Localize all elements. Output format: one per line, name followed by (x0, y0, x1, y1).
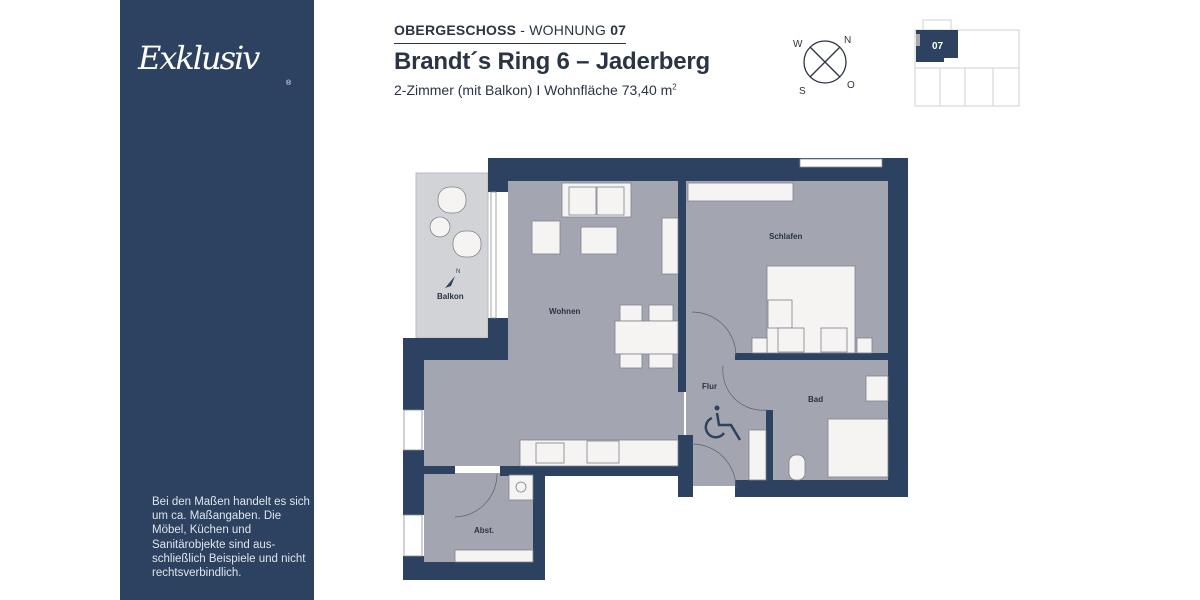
key-plan-unit-highlight (916, 30, 958, 62)
compass-n: N (844, 35, 851, 46)
unit-label: WOHNUNG (529, 22, 611, 38)
north-arrow-label: N (456, 269, 460, 275)
compass-w: W (793, 39, 803, 50)
key-plan: 07 (914, 19, 1020, 107)
header: OBERGESCHOSS - WOHNUNG 07 Brandt´s Ring … (394, 22, 710, 98)
floor-unit-line: OBERGESCHOSS - WOHNUNG 07 (394, 22, 627, 44)
logo-registered-mark: ® (286, 80, 292, 87)
windows[interactable] (403, 158, 883, 557)
room-label-balkon: Balkon (437, 292, 464, 301)
unit-number: 07 (610, 22, 627, 38)
compass-s: S (799, 86, 806, 97)
compass-o: O (847, 80, 855, 91)
compass-icon: N O S W (793, 35, 855, 97)
room-label-wohnen: Wohnen (549, 307, 581, 316)
north-arrow-icon (445, 276, 455, 288)
disclaimer: Bei den Maßen handelt es sich um ca. Maß… (152, 496, 310, 580)
subtitle: 2-Zimmer (mit Balkon) I Wohnfläche 73,40… (394, 82, 710, 98)
key-plan-unit-label: 07 (932, 41, 944, 52)
furniture (429, 182, 889, 563)
room-label-abst: Abst. (474, 526, 494, 535)
area-unit-sup: 2 (672, 82, 677, 92)
subtitle-text: 2-Zimmer (mit Balkon) I Wohnfläche 73,40… (394, 82, 673, 98)
wheelchair-icon (704, 405, 742, 441)
page-title: Brandt´s Ring 6 – Jaderberg (394, 48, 711, 75)
room-label-bad: Bad (808, 395, 823, 404)
separator: - (516, 22, 530, 38)
sidebar: Exklusiv ® Bei den Maßen handelt es sich… (120, 0, 314, 600)
room-label-flur: Flur (702, 382, 717, 391)
floor-label: OBERGESCHOSS (394, 22, 517, 38)
walls (403, 158, 908, 580)
room-label-schlafen: Schlafen (769, 232, 802, 241)
logo: Exklusiv (138, 39, 260, 77)
door-swings[interactable] (454, 311, 768, 518)
